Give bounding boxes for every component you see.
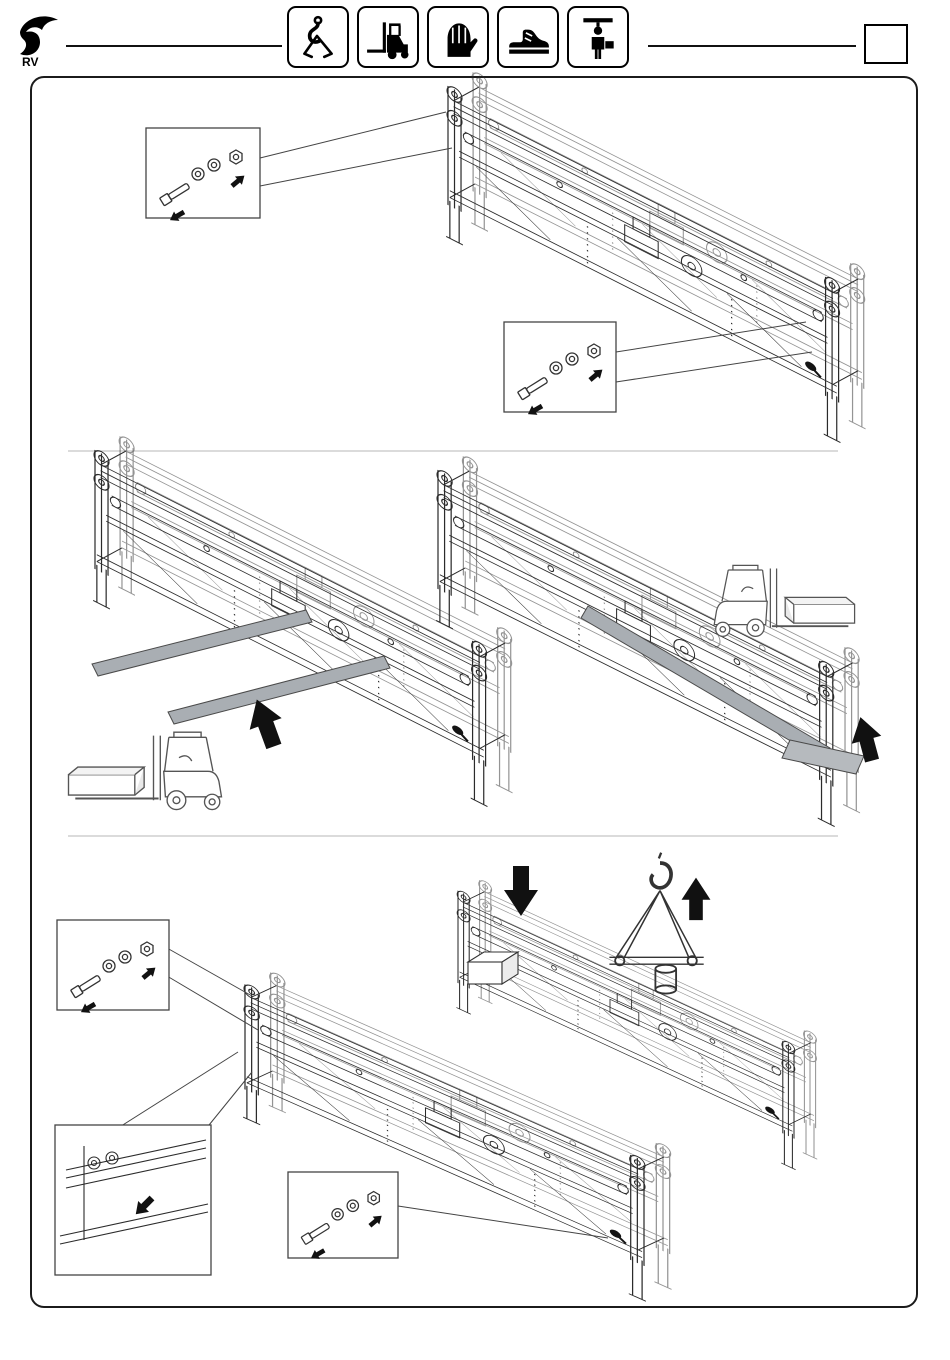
crane-hook-sling-icon <box>303 15 333 59</box>
brand-logo-text: RV <box>22 55 38 69</box>
brand-logo-mark: RV <box>20 16 58 69</box>
safety-shoes-icon <box>509 29 549 54</box>
safety-icon-box-crane <box>287 6 349 68</box>
header-rule-left <box>66 45 282 47</box>
forklift-icon <box>367 22 409 60</box>
protective-gloves-icon <box>447 23 478 57</box>
person-overhead-load-icon <box>583 18 614 59</box>
content-frame <box>30 76 918 1308</box>
page-number-box <box>864 24 908 64</box>
safety-icon-box-forklift <box>357 6 419 68</box>
safety-icon-box-person <box>567 6 629 68</box>
brand-logo: RV <box>14 10 70 70</box>
header-rule-right <box>648 45 856 47</box>
safety-icon-box-gloves <box>427 6 489 68</box>
safety-icon-box-shoes <box>497 6 559 68</box>
